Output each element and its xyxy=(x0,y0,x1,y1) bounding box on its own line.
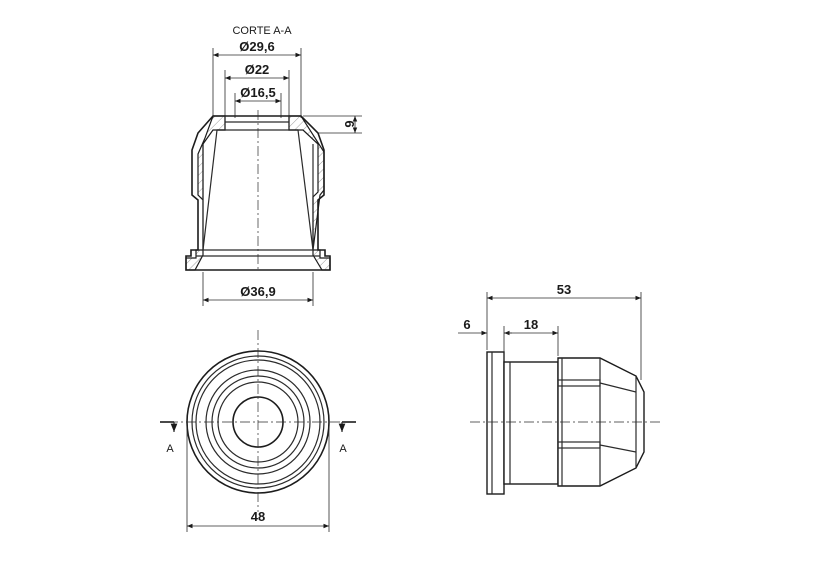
dim-top-inner: Ø16,5 xyxy=(240,85,275,100)
section-mark-right: A xyxy=(339,443,347,455)
dim-top-outer: Ø29,6 xyxy=(239,39,274,54)
section-mark-left: A xyxy=(166,443,174,455)
dim-total: 53 xyxy=(557,282,571,297)
section-view: CORTE A-A Ø29,6 Ø22 Ø16,5 6 xyxy=(185,25,362,306)
dim-flange: 6 xyxy=(463,317,470,332)
dim-base: Ø36,9 xyxy=(240,284,275,299)
side-view: 53 18 6 xyxy=(458,282,660,495)
dim-height-step: 6 xyxy=(342,120,357,127)
dim-neck: 18 xyxy=(524,317,538,332)
dim-top-mid: Ø22 xyxy=(245,62,270,77)
dim-front-width: 48 xyxy=(251,509,265,524)
section-title: CORTE A-A xyxy=(232,25,292,37)
front-view: A A 48 xyxy=(160,330,356,532)
